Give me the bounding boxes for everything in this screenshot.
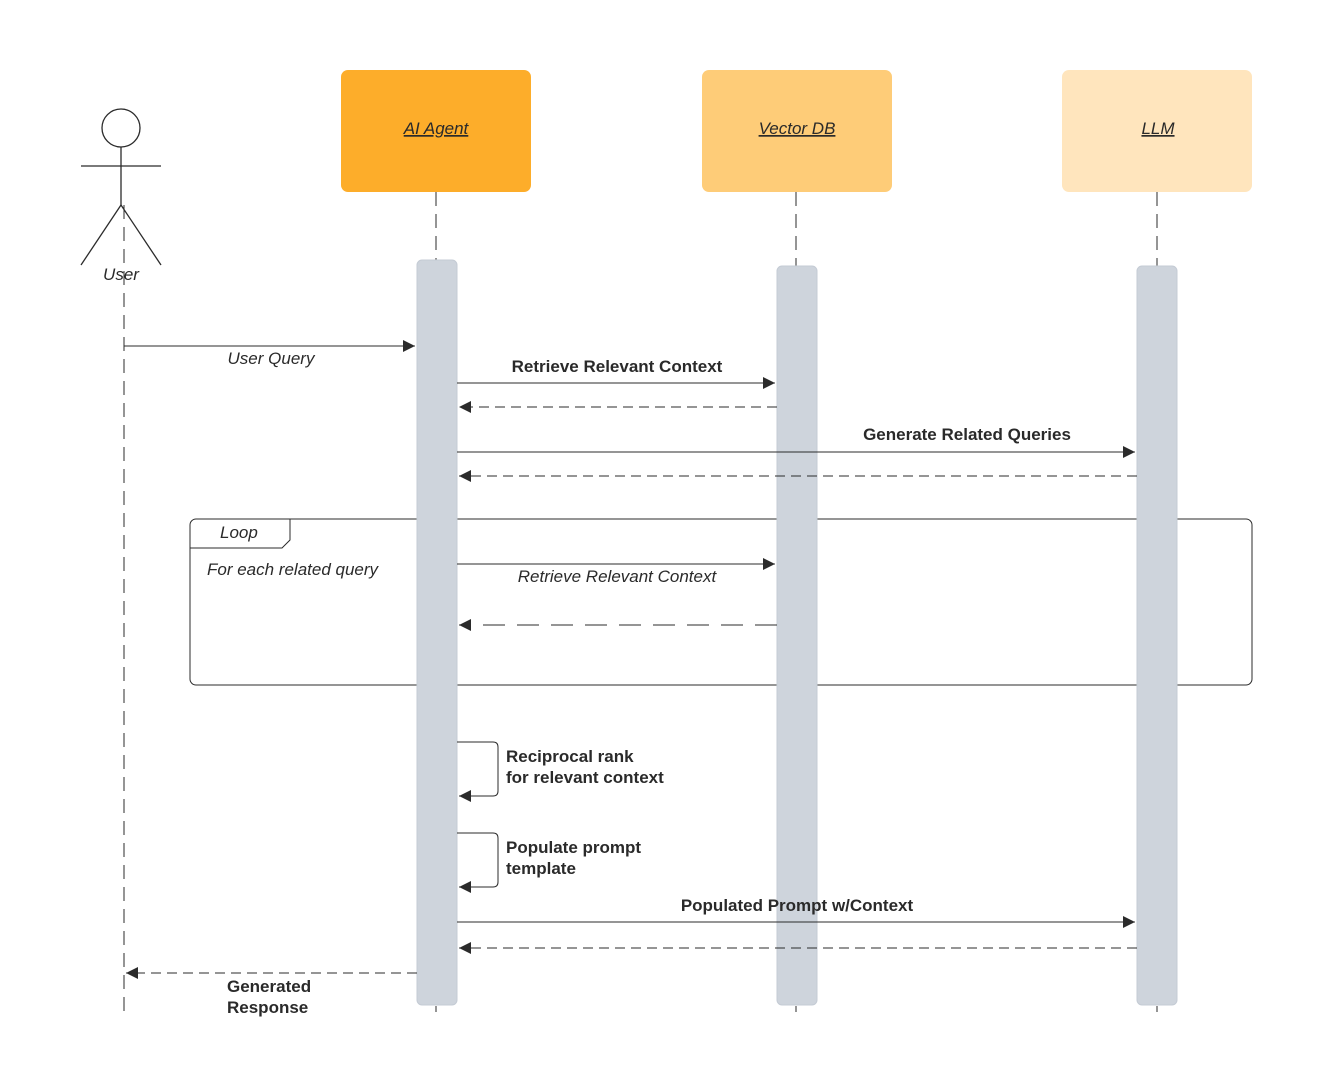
loop-condition: For each related query <box>207 560 380 579</box>
participant-vector-db[interactable]: Vector DB <box>702 70 892 192</box>
participant-ai-agent[interactable]: AI Agent <box>341 70 531 192</box>
populate-template-label-line1: Populate prompt <box>506 838 641 857</box>
user-actor-icon[interactable] <box>80 108 162 266</box>
reciprocal-rank-label-line2: for relevant context <box>506 768 664 787</box>
vectordb-activation-bar <box>776 265 818 1006</box>
participant-llm[interactable]: LLM <box>1062 70 1252 192</box>
generate-queries-label: Generate Related Queries <box>863 425 1071 444</box>
participant-label: AI Agent <box>403 119 470 138</box>
agent-activation-bar <box>416 259 458 1006</box>
user-query-label: User Query <box>228 349 316 368</box>
reciprocal-rank-self-arrow <box>457 741 499 802</box>
user-actor-label: User <box>103 265 140 284</box>
populated-prompt-label: Populated Prompt w/Context <box>681 896 914 915</box>
loop-frame: Loop For each related query <box>189 518 1253 686</box>
loop-retrieve-label: Retrieve Relevant Context <box>518 567 718 586</box>
participant-label: LLM <box>1141 119 1175 138</box>
loop-label: Loop <box>220 523 258 542</box>
llm-activation-bar <box>1136 265 1178 1006</box>
reciprocal-rank-label-line1: Reciprocal rank <box>506 747 634 766</box>
participant-label: Vector DB <box>759 119 836 138</box>
populate-template-label-line2: template <box>506 859 576 878</box>
populate-template-self-arrow <box>457 832 499 893</box>
retrieve-context-label: Retrieve Relevant Context <box>512 357 723 376</box>
generated-response-label-line2: Response <box>227 998 308 1017</box>
generated-response-label-line1: Generated <box>227 977 311 996</box>
